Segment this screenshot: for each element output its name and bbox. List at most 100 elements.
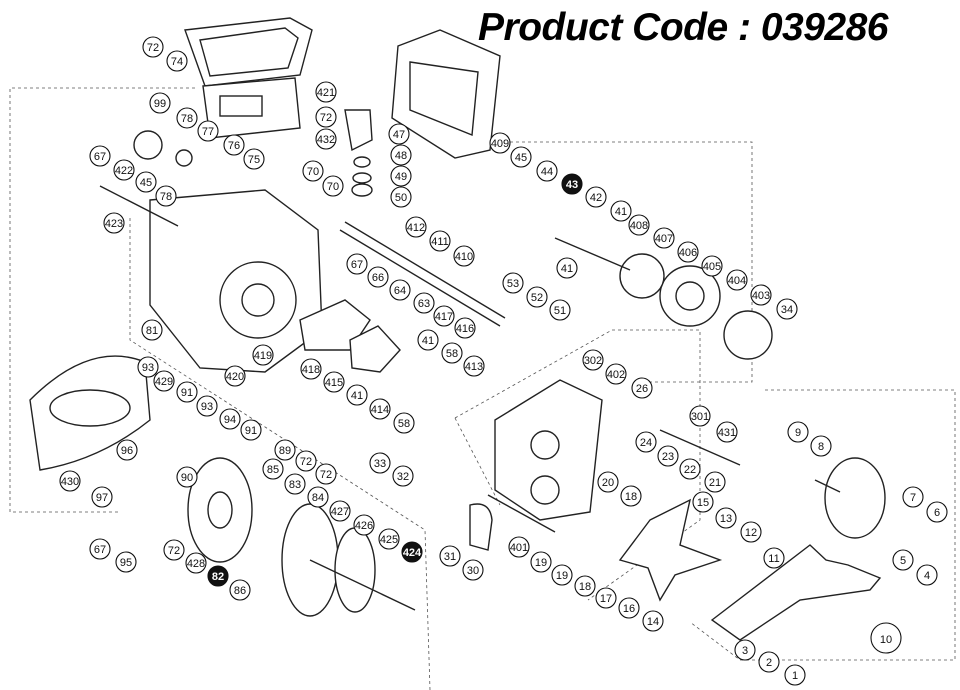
- callout-circle: [176, 466, 198, 488]
- part-callout-401: 401: [508, 536, 530, 558]
- callout-circle: [585, 186, 607, 208]
- callout-label: 72: [320, 112, 332, 124]
- part-callout-431: 431: [716, 421, 738, 443]
- callout-circle: [870, 622, 902, 654]
- callout-label: 426: [355, 520, 373, 532]
- part-callout-17: 17: [595, 587, 617, 609]
- callout-circle: [307, 486, 329, 508]
- callout-circle: [618, 597, 640, 619]
- callout-label: 72: [147, 42, 159, 54]
- callout-label: 70: [327, 181, 339, 193]
- callout-circle: [657, 445, 679, 467]
- callout-label: 424: [403, 547, 422, 559]
- callout-circle: [369, 398, 391, 420]
- callout-label: 77: [202, 126, 214, 138]
- callout-label: 45: [140, 177, 152, 189]
- callout-label: 45: [515, 152, 527, 164]
- callout-circle: [176, 107, 198, 129]
- callout-circle: [315, 128, 337, 150]
- part-callout-74: 74: [166, 50, 188, 72]
- part-callout-32: 32: [392, 465, 414, 487]
- callout-circle: [322, 175, 344, 197]
- part-callout-2: 2: [758, 651, 780, 673]
- callout-label: 410: [455, 251, 473, 263]
- callout-circle: [390, 144, 412, 166]
- callout-label: 416: [456, 323, 474, 335]
- callout-circle: [401, 541, 423, 563]
- callout-label: 72: [168, 545, 180, 557]
- callout-label: 90: [181, 472, 193, 484]
- part-callout-83: 83: [284, 473, 306, 495]
- callout-circle: [262, 458, 284, 480]
- part-callout-301: 301: [689, 405, 711, 427]
- part-callout-20: 20: [597, 471, 619, 493]
- callout-circle: [329, 500, 351, 522]
- callout-circle: [620, 485, 642, 507]
- callout-label: 94: [224, 414, 236, 426]
- callout-circle: [405, 216, 427, 238]
- part-callout-93: 93: [196, 395, 218, 417]
- part-callout-48: 48: [390, 144, 412, 166]
- part-callout-93: 93: [137, 356, 159, 378]
- callout-label: 23: [662, 451, 674, 463]
- callout-circle: [536, 160, 558, 182]
- callout-label: 22: [684, 464, 696, 476]
- part-callout-7: 7: [902, 486, 924, 508]
- callout-label: 52: [531, 292, 543, 304]
- callout-circle: [163, 539, 185, 561]
- part-callout-420: 420: [224, 365, 246, 387]
- part-callout-427: 427: [329, 500, 351, 522]
- part-callout-1: 1: [784, 664, 806, 686]
- part-callout-45: 45: [510, 146, 532, 168]
- callout-circle: [116, 439, 138, 461]
- callout-label: 67: [351, 259, 363, 271]
- callout-circle: [229, 579, 251, 601]
- callout-circle: [610, 200, 632, 222]
- part-callout-41: 41: [610, 200, 632, 222]
- callout-circle: [89, 145, 111, 167]
- part-callout-95: 95: [115, 551, 137, 573]
- part-callout-18: 18: [620, 485, 642, 507]
- callout-label: 86: [234, 585, 246, 597]
- callout-circle: [346, 384, 368, 406]
- callout-circle: [916, 564, 938, 586]
- callout-circle: [153, 370, 175, 392]
- callout-label: 19: [556, 570, 568, 582]
- callout-circle: [463, 355, 485, 377]
- callout-circle: [530, 551, 552, 573]
- assembly-group-outlines: [9, 87, 956, 690]
- callout-circle: [300, 358, 322, 380]
- part-callout-78: 78: [155, 185, 177, 207]
- part-callout-72: 72: [142, 36, 164, 58]
- part-callout-23: 23: [657, 445, 679, 467]
- callout-circle: [413, 292, 435, 314]
- part-callout-41: 41: [556, 257, 578, 279]
- callout-circle: [240, 419, 262, 441]
- callout-label: 401: [510, 542, 528, 554]
- callout-circle: [378, 528, 400, 550]
- callout-label: 32: [397, 471, 409, 483]
- callout-label: 428: [187, 558, 205, 570]
- callout-circle: [704, 471, 726, 493]
- callout-label: 82: [212, 571, 224, 583]
- part-callout-402: 402: [605, 363, 627, 385]
- part-callout-51: 51: [549, 299, 571, 321]
- callout-label: 420: [226, 371, 244, 383]
- part-callout-96: 96: [116, 439, 138, 461]
- callout-circle: [551, 564, 573, 586]
- callout-circle: [223, 134, 245, 156]
- part-callout-430: 430: [59, 470, 81, 492]
- part-callout-94: 94: [219, 408, 241, 430]
- callout-circle: [367, 266, 389, 288]
- callout-label: 409: [491, 138, 509, 150]
- part-callout-419: 419: [252, 344, 274, 366]
- callout-circle: [103, 212, 125, 234]
- callout-label: 89: [279, 445, 291, 457]
- callout-circle: [642, 610, 664, 632]
- callout-circle: [679, 458, 701, 480]
- callout-circle: [417, 329, 439, 351]
- part-callout-11: 11: [763, 547, 785, 569]
- callout-circle: [224, 365, 246, 387]
- callout-label: 427: [331, 506, 349, 518]
